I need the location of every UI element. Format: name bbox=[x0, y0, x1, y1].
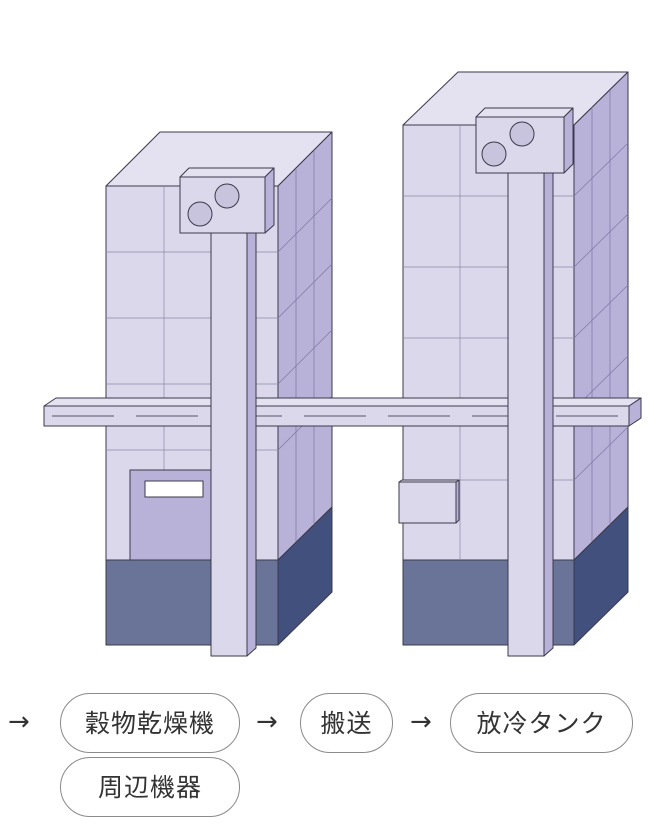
process-flow: → 穀物乾燥機 → 搬送 → 放冷タンク 周辺機器 bbox=[0, 690, 672, 840]
left-bucket-elevator bbox=[179, 167, 275, 657]
dryer-door bbox=[129, 469, 213, 561]
control-box bbox=[398, 479, 460, 524]
flow-arrow: → bbox=[256, 707, 278, 737]
step-peripheral-equipment: 周辺機器 bbox=[60, 757, 240, 817]
horizontal-conveyor bbox=[43, 397, 642, 427]
grain-facility-illustration bbox=[43, 71, 642, 657]
step-conveying: 搬送 bbox=[300, 693, 393, 753]
right-bucket-elevator bbox=[475, 107, 574, 657]
flow-arrow: → bbox=[410, 707, 432, 737]
step-grain-dryer: 穀物乾燥機 bbox=[60, 693, 240, 753]
flow-arrow: → bbox=[8, 707, 30, 737]
step-cooling-tank: 放冷タンク bbox=[450, 693, 633, 753]
